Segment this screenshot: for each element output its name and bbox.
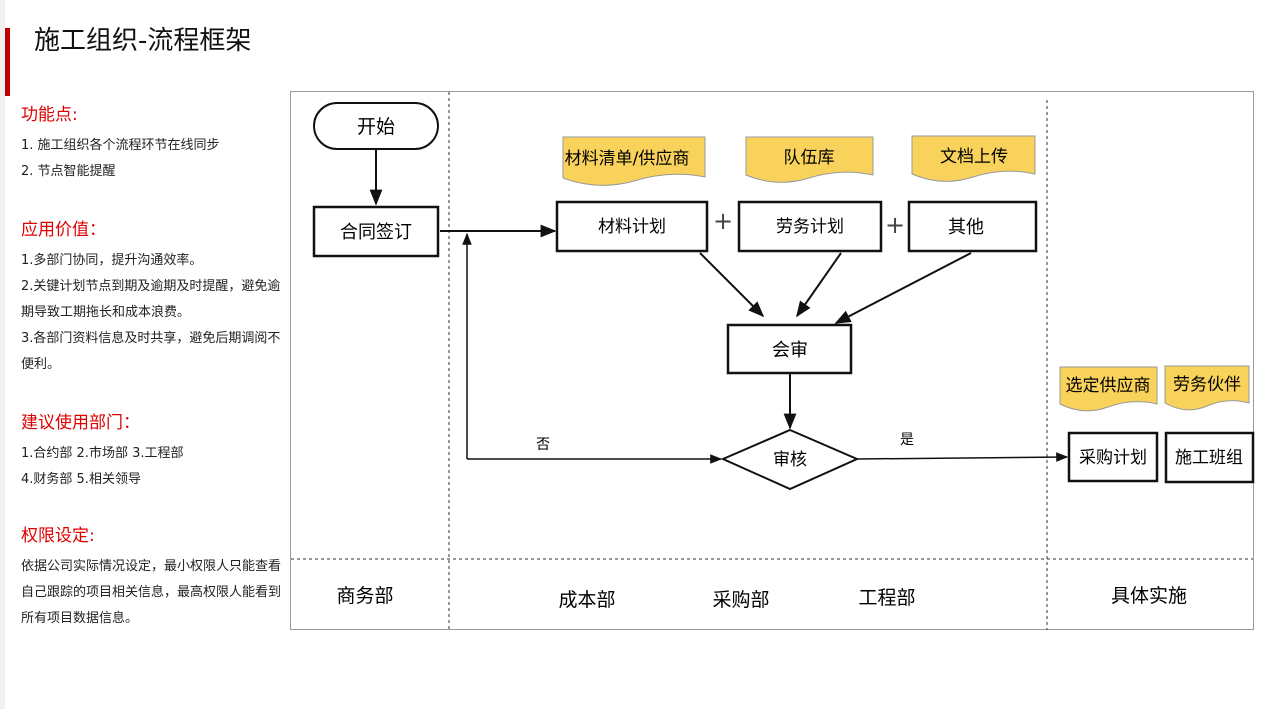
construction-team-label: 施工班组 [1175, 448, 1243, 468]
audit-decision-node [720, 428, 860, 491]
document-supplier [1059, 366, 1158, 412]
lane-label-business: 商务部 [336, 585, 393, 607]
contract-node [312, 205, 440, 258]
lane-label-engineering: 工程部 [858, 587, 915, 609]
value-section: 应用价值： 1.多部门协同，提升沟通效率。 2.关键计划节点到期及逾期及时提醒，… [21, 215, 289, 378]
features-section: 功能点: 1. 施工组织各个流程环节在线同步 2. 节点智能提醒 [21, 100, 289, 185]
document-partner [1164, 365, 1250, 411]
arrow [796, 252, 842, 318]
document-upload [911, 135, 1036, 182]
features-item: 2. 节点智能提醒 [21, 164, 116, 179]
departments-heading: 建议使用部门： [21, 413, 140, 433]
document-team-label: 队伍库 [784, 148, 835, 168]
purchase-plan-node [1067, 431, 1159, 483]
joint-review-label: 会审 [772, 340, 808, 361]
labor-plan-node [737, 200, 883, 253]
value-item: 2.关键计划节点到期及逾期及时提醒，避免逾期导致工期拖长和成本浪费。 [21, 279, 281, 320]
document-team [745, 136, 874, 183]
labor-plan-label: 劳务计划 [776, 217, 844, 237]
arrow-yes-branch [856, 452, 1069, 462]
departments-item: 4.财务部 5.相关领导 [21, 472, 141, 487]
features-item: 1. 施工组织各个流程环节在线同步 [21, 138, 220, 153]
material-plan-node [555, 200, 709, 253]
arrow [699, 252, 765, 318]
flow-diagram-frame [290, 91, 1254, 630]
permissions-section: 权限设定: 依据公司实际情况设定，最小权限人只能查看自己跟踪的项目相关信息，最高… [21, 521, 289, 632]
purchase-plan-label: 采购计划 [1079, 448, 1147, 468]
document-materials-label: 材料清单/供应商 [565, 149, 690, 169]
title-accent-bar [5, 28, 10, 96]
contract-label: 合同签订 [340, 222, 412, 243]
document-supplier-label: 选定供应商 [1066, 376, 1151, 396]
other-label: 其他 [948, 217, 984, 238]
joint-review-node [726, 323, 853, 375]
left-edge-bar [0, 0, 5, 709]
page-title: 施工组织-流程框架 [34, 26, 252, 56]
lane-label-cost: 成本部 [558, 589, 615, 611]
start-label: 开始 [357, 116, 395, 138]
departments-section: 建议使用部门： 1.合约部 2.市场部 3.工程部 4.财务部 5.相关领导 [21, 408, 289, 493]
lane-label-implementation: 具体实施 [1111, 585, 1187, 607]
no-label: 否 [536, 437, 550, 453]
lane-label-purchase: 采购部 [712, 589, 769, 611]
plus-sign: + [885, 211, 905, 239]
material-plan-label: 材料计划 [598, 217, 666, 237]
permissions-heading: 权限设定: [21, 526, 95, 546]
yes-label: 是 [900, 432, 914, 448]
plus-sign: + [713, 207, 733, 235]
value-item: 1.多部门协同，提升沟通效率。 [21, 253, 203, 268]
document-partner-label: 劳务伙伴 [1173, 375, 1241, 395]
document-materials [562, 136, 706, 186]
audit-label: 审核 [773, 450, 807, 470]
other-node [907, 200, 1038, 253]
features-heading: 功能点: [21, 105, 78, 125]
departments-item: 1.合约部 2.市场部 3.工程部 [21, 446, 184, 461]
construction-team-node [1164, 431, 1255, 484]
value-item: 3.各部门资料信息及时共享，避免后期调阅不便利。 [21, 331, 281, 372]
arrow [834, 252, 972, 324]
value-heading: 应用价值： [21, 220, 106, 240]
document-upload-label: 文档上传 [940, 147, 1008, 167]
permissions-text: 依据公司实际情况设定，最小权限人只能查看自己跟踪的项目相关信息，最高权限人能看到… [21, 559, 282, 626]
